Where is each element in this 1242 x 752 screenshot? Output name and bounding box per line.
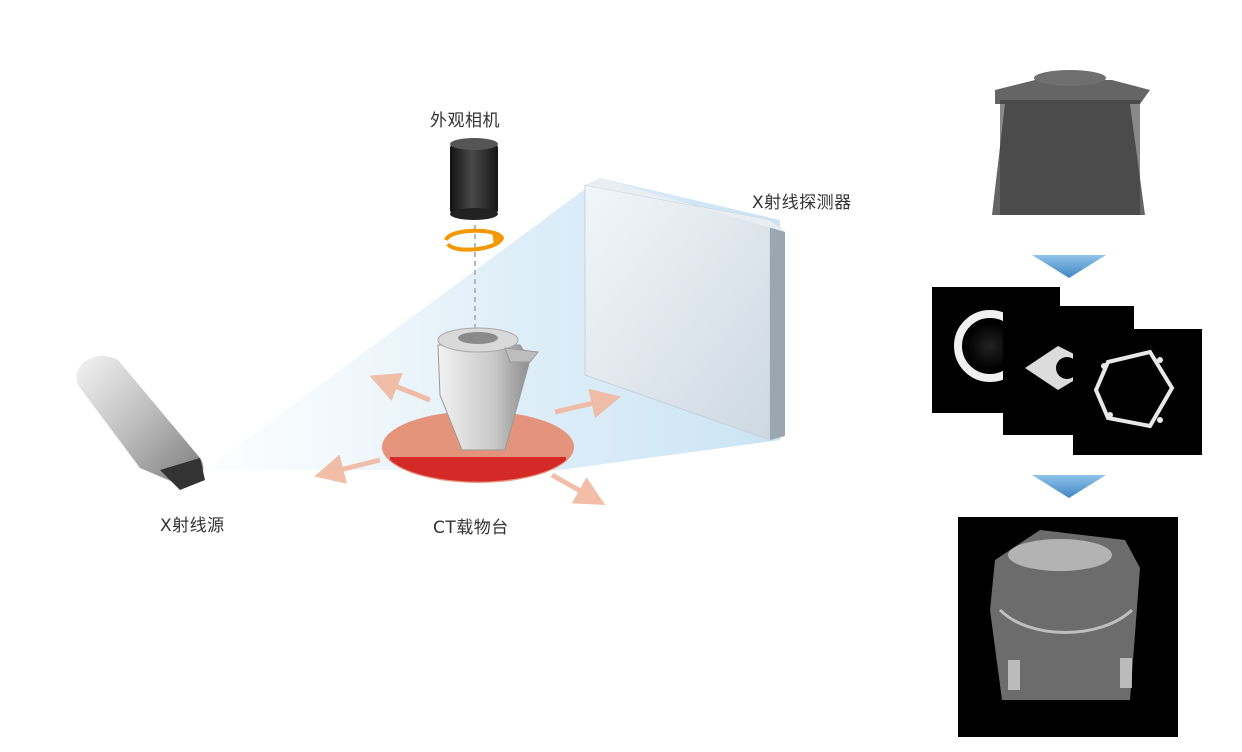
camera-label: 外观相机 xyxy=(430,111,500,131)
ct-slice-images xyxy=(932,287,1202,455)
stage-motion-arrows xyxy=(314,372,621,505)
down-triangle-icon xyxy=(1032,475,1106,498)
rotation-arrow-icon xyxy=(444,228,505,252)
down-triangle-icon xyxy=(1032,255,1106,278)
ct-3d-reconstruction xyxy=(958,517,1178,737)
source-label: X射线源 xyxy=(160,516,225,536)
xray-tube-icon xyxy=(76,356,205,490)
detector-label: X射线探测器 xyxy=(752,193,852,213)
stage-label: CT载物台 xyxy=(433,518,509,538)
xray-detector xyxy=(584,178,785,441)
scanned-part xyxy=(437,327,539,451)
camera-lens-icon xyxy=(450,138,498,220)
xray-projection-image xyxy=(990,70,1150,224)
